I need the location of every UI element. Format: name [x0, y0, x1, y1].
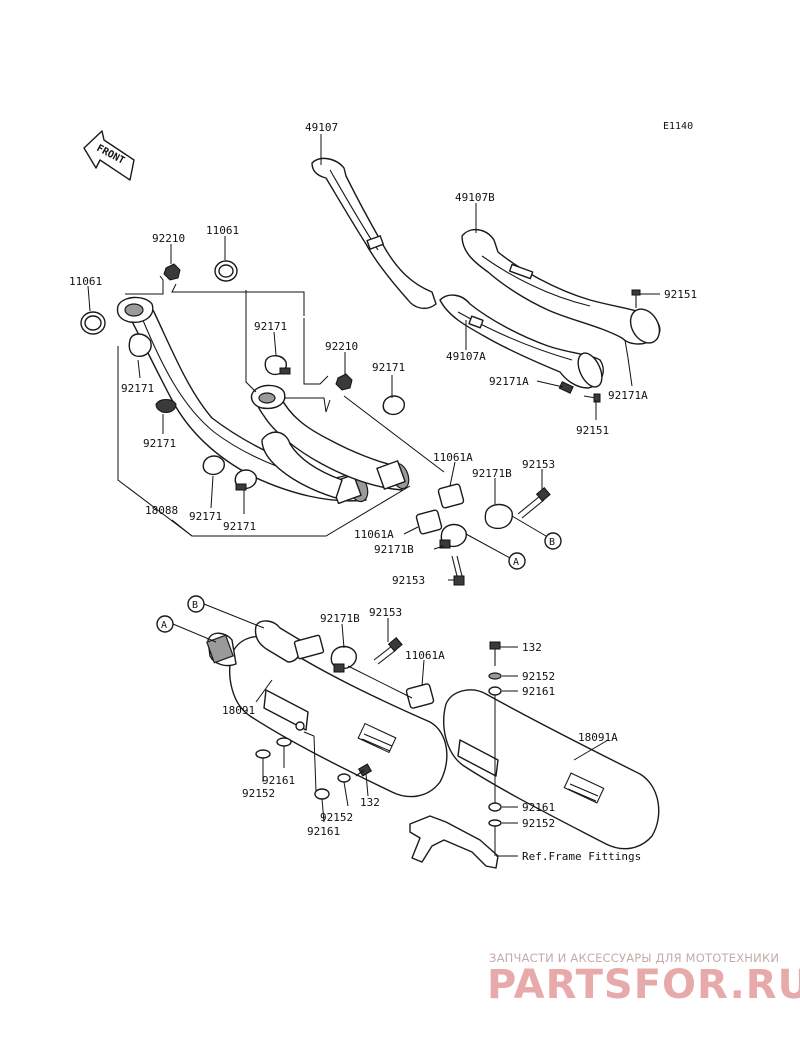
- label-92171B-lower: 92171B: [320, 612, 360, 625]
- clamp-92171-a: [128, 333, 152, 357]
- label-92161-right-bottom: 92161: [522, 801, 555, 814]
- gasket-11061-top: [214, 260, 238, 282]
- washer-92152-left-b: [337, 773, 351, 783]
- label-92153-left: 92153: [392, 574, 425, 587]
- label-92171-c: 92171: [372, 361, 405, 374]
- part-labels: 49107 49107B 92151 49107A 92171A 92171A …: [69, 121, 697, 863]
- svg-text:B: B: [549, 537, 555, 548]
- damper-92161-right-top: [488, 686, 502, 696]
- label-92171-a: 92171: [121, 382, 154, 395]
- clamp-92171-f: [234, 469, 257, 491]
- clamp-92171A-left: [558, 381, 574, 394]
- label-11061A-left: 11061A: [354, 528, 394, 541]
- watermark-brand: PARTSFOR.RU: [487, 962, 800, 1008]
- label-92171A-right: 92171A: [608, 389, 648, 402]
- clamp-92171-e: [202, 455, 225, 476]
- label-132-left: 132: [360, 796, 380, 809]
- label-92171-e: 92171: [189, 510, 222, 523]
- svg-text:B: B: [192, 600, 198, 611]
- frame-bracket: [409, 815, 499, 869]
- label-92152-left-a: 92152: [242, 787, 275, 800]
- clamp-92171-c: [382, 395, 405, 416]
- label-18091A: 18091A: [578, 731, 618, 744]
- sleeve-11061A-left: [415, 509, 443, 535]
- flange-front: [116, 296, 154, 323]
- label-18088: 18088: [145, 504, 178, 517]
- label-92171B-left: 92171B: [374, 543, 414, 556]
- damper-92161-left-b: [314, 788, 330, 800]
- label-92161-right-top: 92161: [522, 685, 555, 698]
- bolt-92153-left: [451, 555, 465, 586]
- damper-92161-left-a: [276, 737, 292, 747]
- leader-lines: [87, 134, 660, 857]
- sleeve-11061A-right: [437, 483, 465, 509]
- clamp-92171-b: [264, 355, 291, 376]
- svg-text:A: A: [161, 620, 167, 631]
- clamp-92171B-left: [439, 523, 467, 549]
- bolt-132-left: [355, 763, 373, 777]
- label-11061-left: 11061: [69, 275, 102, 288]
- sleeve-11061A-lower: [405, 683, 435, 709]
- muffler-18091: [206, 620, 448, 798]
- label-132-right: 132: [522, 641, 542, 654]
- watermark-tagline: ЗАПЧАСТИ И АКСЕССУАРЫ ДЛЯ МОТОТЕХНИКИ: [489, 951, 779, 965]
- marker-B-bottom: B: [187, 595, 205, 613]
- gasket-11061-left: [80, 311, 106, 335]
- flange-rear: [250, 384, 286, 410]
- label-11061-top: 11061: [206, 224, 239, 237]
- label-92152-left-b: 92152: [320, 811, 353, 824]
- label-92171A-left: 92171A: [489, 375, 529, 388]
- damper-92161-right-bottom: [488, 802, 502, 812]
- label-92151-bottom: 92151: [576, 424, 609, 437]
- clamp-92171B-right: [484, 503, 513, 530]
- label-92210-mid: 92210: [325, 340, 358, 353]
- label-92171-d: 92171: [143, 437, 176, 450]
- label-92153-right: 92153: [522, 458, 555, 471]
- washer-92152-right-top: [488, 672, 502, 680]
- label-11061A-lower: 11061A: [405, 649, 445, 662]
- label-18091: 18091: [222, 704, 255, 717]
- label-49107B: 49107B: [455, 191, 495, 204]
- heat-cover-49107: [311, 157, 437, 310]
- label-49107A: 49107A: [446, 350, 486, 363]
- bolt-92153-right: [517, 487, 551, 519]
- label-49107: 49107: [305, 121, 338, 134]
- washer-92152-left-a: [255, 749, 271, 759]
- svg-text:A: A: [513, 557, 519, 568]
- label-92161-left-b: 92161: [307, 825, 340, 838]
- heat-cover-49107B: [461, 229, 661, 359]
- diagram-code: E1140: [663, 121, 693, 132]
- front-arrow-icon: FRONT: [83, 130, 135, 181]
- label-92151-top: 92151: [664, 288, 697, 301]
- label-92152-right-top: 92152: [522, 670, 555, 683]
- nut-92210-left: [163, 263, 181, 281]
- label-92152-right-bottom: 92152: [522, 817, 555, 830]
- label-92171-f: 92171: [223, 520, 256, 533]
- label-92153-lower: 92153: [369, 606, 402, 619]
- bolt-92151-top: [631, 289, 641, 308]
- muffler-18091A: [443, 689, 660, 850]
- exhaust-pipe-rear: [254, 385, 410, 499]
- label-92210-left: 92210: [152, 232, 185, 245]
- label-92161-left-a: 92161: [262, 774, 295, 787]
- bolt-132-right: [489, 641, 501, 666]
- heat-cover-49107A: [439, 294, 604, 389]
- clamp-92171-d: [155, 399, 177, 413]
- marker-A-bottom: A: [156, 615, 174, 633]
- bolt-92153-lower: [373, 637, 403, 665]
- marker-B-top: B: [544, 532, 562, 550]
- marker-A-top: A: [508, 552, 526, 570]
- label-ref-frame-fittings: Ref.Frame Fittings: [522, 850, 641, 863]
- washer-92152-right-bottom: [488, 819, 502, 827]
- nut-92210-mid: [335, 373, 353, 391]
- watermark: ЗАПЧАСТИ И АКСЕССУАРЫ ДЛЯ МОТОТЕХНИКИ PA…: [487, 951, 800, 1008]
- label-11061A-right: 11061A: [433, 451, 473, 464]
- label-92171-b: 92171: [254, 320, 287, 333]
- bolt-92151-bottom: [583, 393, 601, 403]
- label-92171B-right: 92171B: [472, 467, 512, 480]
